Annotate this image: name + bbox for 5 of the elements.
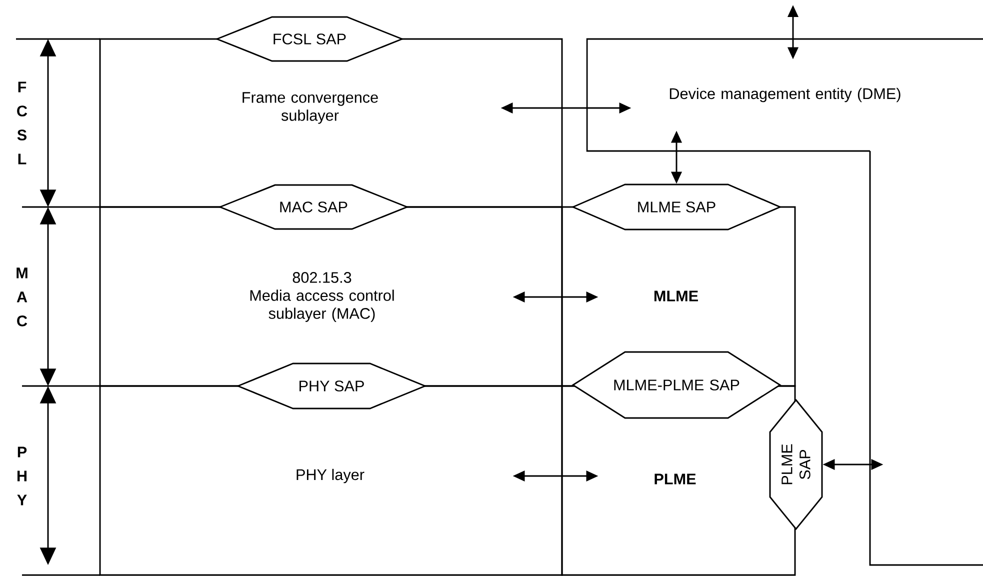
layer-label: MAC — [16, 268, 28, 326]
layer-label: FCSL — [17, 82, 28, 164]
entity-arm — [869, 151, 983, 566]
entity-box: Device management entity (DME) — [586, 38, 983, 152]
layer-label: PHY — [17, 446, 27, 506]
